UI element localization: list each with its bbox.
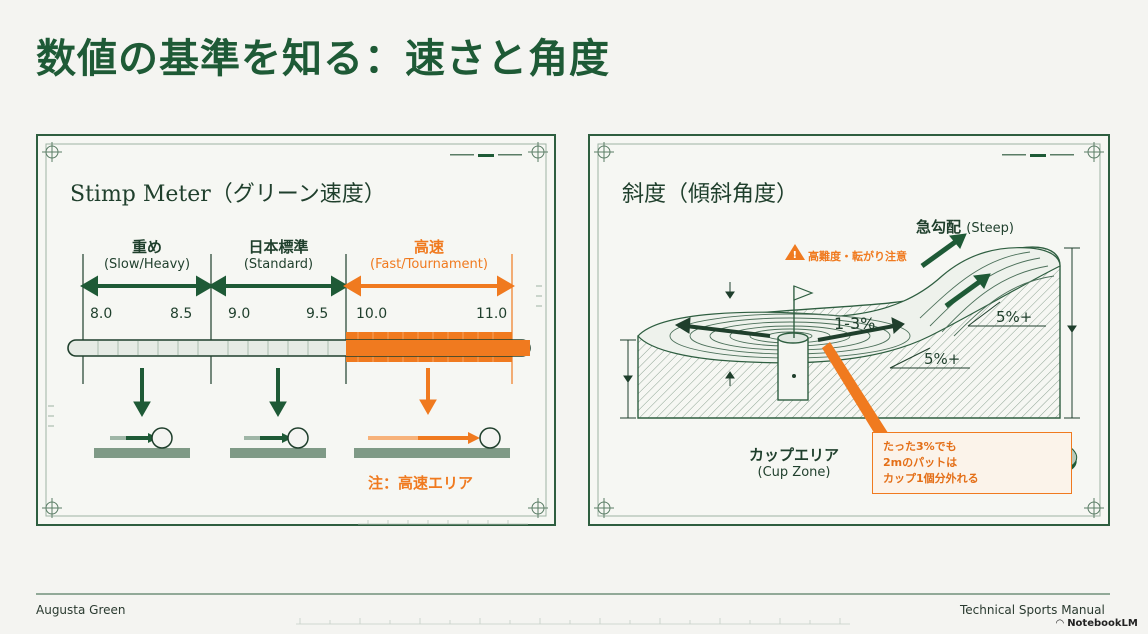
callout-line-3: カップ1個分外れる [883, 472, 979, 485]
steep-label-en: (Steep) [966, 221, 1014, 236]
lower-slope-pct: 5%+ [924, 350, 961, 368]
page-title: 数値の基準を知る：速さと角度 [36, 36, 610, 82]
section-fast: 高速 (Fast/Tournament) [346, 236, 512, 272]
callout-box: たった3%でも 2mのパットは カップ1個分外れる [872, 432, 1072, 494]
slope-diagram: ! [594, 142, 1104, 518]
callout-line-2: 2mのパットは [883, 456, 958, 469]
steep-label-jp: 急勾配 [916, 218, 962, 236]
stimp-title: Stimp Meter（グリーン速度） [70, 182, 386, 207]
tick-11-0: 11.0 [476, 306, 508, 322]
cup-zone-jp: カップエリア [748, 446, 839, 464]
slope-title: 斜度（傾斜角度） [622, 182, 799, 207]
section-slow-sub: (Slow/Heavy) [103, 257, 191, 272]
tick-8-0: 8.0 [90, 306, 113, 322]
upper-slope-pct: 5%+ [996, 308, 1033, 326]
cup-zone-en: (Cup Zone) [757, 465, 831, 480]
callout-line-1: たった3%でも [883, 440, 957, 453]
tick-9-5: 9.5 [306, 306, 329, 322]
stimp-diagram [42, 142, 548, 525]
brand-icon: ◠ [1056, 618, 1064, 629]
section-slow: 重め (Slow/Heavy) [83, 236, 211, 272]
section-standard-title: 日本標準 [248, 238, 309, 256]
svg-text:!: ! [793, 250, 798, 261]
steep-label: 急勾配 (Steep) [916, 216, 1014, 237]
cup-zone-label: カップエリア (Cup Zone) [730, 444, 858, 480]
footer-left: Augusta Green [36, 603, 126, 617]
slope-panel: ! 斜度（傾斜角度） 急勾配 (Steep) 高難度・転がり注意 1-3% 5%… [588, 134, 1110, 526]
section-standard-sub: (Standard) [243, 257, 314, 272]
warning-label: 高難度・転がり注意 [808, 250, 907, 263]
tick-9-0: 9.0 [228, 306, 251, 322]
brand-mark: ◠ NotebookLM [1056, 618, 1138, 629]
stimp-meter-panel: Stimp Meter（グリーン速度） 重め (Slow/Heavy) 日本標準… [36, 134, 556, 526]
tick-8-5: 8.5 [170, 306, 193, 322]
footer-right: Technical Sports Manual [960, 603, 1105, 617]
section-fast-title: 高速 [413, 238, 444, 256]
section-slow-title: 重め [131, 238, 162, 256]
center-range-label: 1-3% [834, 314, 876, 333]
tick-10-0: 10.0 [356, 306, 388, 322]
brand-label: NotebookLM [1067, 618, 1138, 629]
fast-area-note: 注：高速エリア [368, 474, 474, 492]
section-fast-sub: (Fast/Tournament) [370, 257, 488, 272]
section-standard: 日本標準 (Standard) [211, 236, 346, 272]
